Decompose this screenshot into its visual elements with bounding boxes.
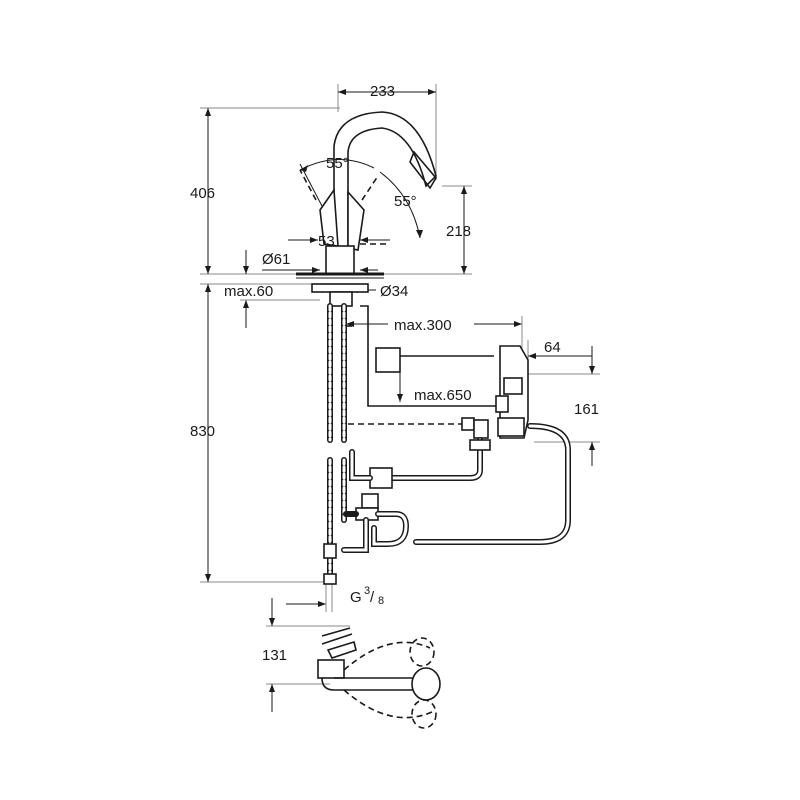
dim-406: 406 bbox=[190, 185, 215, 202]
dim-64: 64 bbox=[544, 339, 561, 356]
dim-thread-g: G bbox=[350, 589, 362, 606]
faucet-body bbox=[296, 111, 437, 307]
dimension-labels: 233 406 55° 55° 218 53 Ø61 Ø34 max.60 ma… bbox=[190, 83, 599, 664]
pullout-top-view bbox=[317, 627, 441, 729]
dim-angle-left: 55° bbox=[326, 155, 349, 172]
dim-max-650: max.650 bbox=[414, 387, 472, 404]
hose-assembly bbox=[323, 303, 571, 585]
dim-161: 161 bbox=[574, 401, 599, 418]
dim-thread-numerator: 3 bbox=[364, 585, 370, 597]
dim-53: 53 bbox=[318, 233, 335, 250]
dimension-lines bbox=[200, 84, 600, 712]
dim-218: 218 bbox=[446, 223, 471, 240]
dim-thread-denominator: 8 bbox=[378, 595, 384, 607]
dim-angle-right: 55° bbox=[394, 193, 417, 210]
dim-830: 830 bbox=[190, 423, 215, 440]
dim-max-60: max.60 bbox=[224, 283, 273, 300]
dim-diameter-34: Ø34 bbox=[380, 283, 408, 300]
dim-diameter-61: Ø61 bbox=[262, 251, 290, 268]
dim-max-300: max.300 bbox=[394, 317, 452, 334]
dim-233: 233 bbox=[370, 83, 395, 100]
dim-thread-slash: / bbox=[370, 589, 375, 606]
dim-131: 131 bbox=[262, 647, 287, 664]
